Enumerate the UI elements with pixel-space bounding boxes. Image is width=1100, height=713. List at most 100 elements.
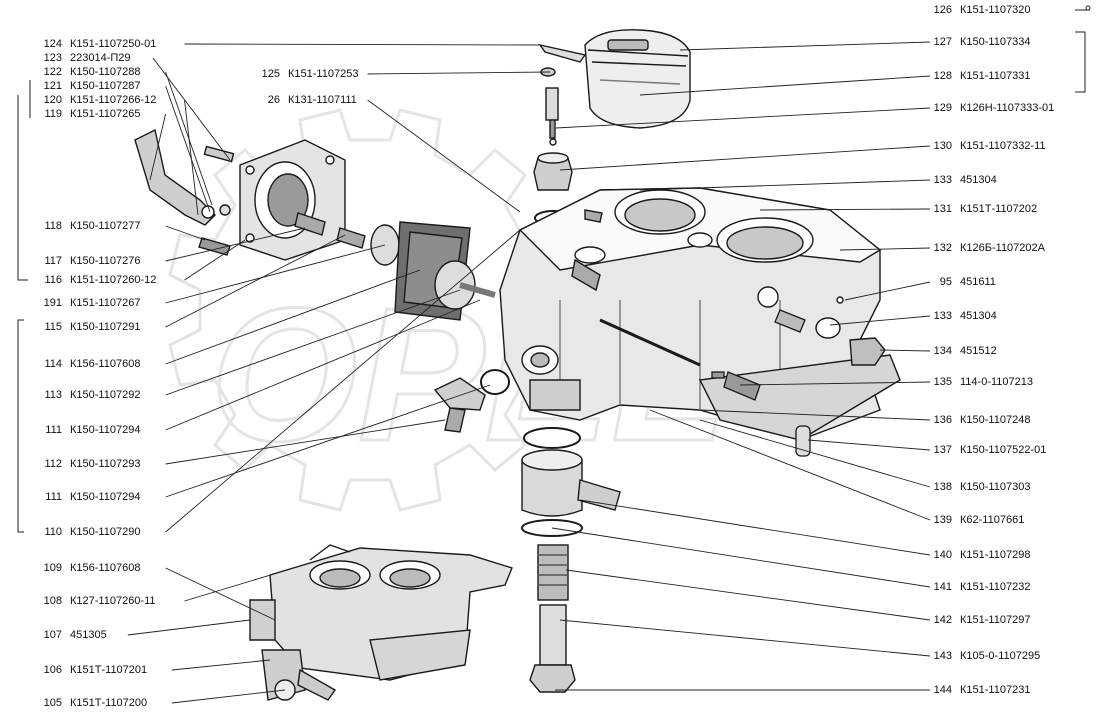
- part-code: К151-1107297: [960, 614, 1031, 626]
- part-code: К150-1107334: [960, 36, 1031, 48]
- callout-number: 124: [43, 38, 62, 50]
- leader-right-7: [839, 247, 931, 251]
- leader-left-20: [171, 659, 271, 671]
- right-callout-4: 130 К151-1107332-11: [930, 140, 1046, 153]
- leader-lines: [127, 41, 931, 704]
- leader-left-14: [165, 419, 446, 465]
- callout-number: 106: [43, 664, 62, 676]
- part-code: К150-1107290: [70, 526, 141, 538]
- part-code: 451304: [960, 310, 997, 322]
- left-callout-16: 110 К150-1107290: [40, 526, 140, 539]
- leader-left-18: [184, 559, 321, 602]
- part-code: К151-1107266-12: [70, 94, 157, 106]
- part-code: К150-1107291: [70, 321, 141, 333]
- leader-right-15: [649, 409, 931, 521]
- leader-right-4: [559, 145, 931, 171]
- leader-left-12: [165, 289, 461, 396]
- part-code: К151Т-1107202: [960, 203, 1038, 215]
- callout-number: 105: [43, 697, 62, 709]
- callout-number: 137: [933, 444, 952, 456]
- callout-number: 122: [43, 66, 62, 78]
- part-code: К127-1107260-11: [70, 595, 156, 607]
- part-code: К156-1107608: [70, 358, 141, 370]
- callout-number: 26: [267, 94, 280, 106]
- callout-number: 118: [44, 220, 62, 232]
- left-callout-11: 114 К156-1107608: [40, 358, 140, 371]
- left-callout-6: 118 К150-1107277: [40, 220, 140, 233]
- part-code: К151Т-1107200: [70, 697, 148, 709]
- part-code: К151-1107332-11: [960, 140, 1046, 152]
- leader-left-16: [165, 229, 521, 533]
- leader-right-5: [639, 179, 931, 191]
- part-code: К151-1107320: [960, 4, 1031, 16]
- left-callout-20: 106 К151Т-1107201: [40, 664, 148, 677]
- part-code: К150-1107277: [70, 220, 141, 232]
- left-callout-21: 105 К151Т-1107200: [40, 697, 148, 710]
- leader-left-21: [171, 689, 286, 704]
- part-code: К150-1107522-01: [960, 444, 1047, 456]
- callout-number: 143: [933, 650, 952, 662]
- leader-left-19: [127, 619, 251, 636]
- assembled-body: [249, 544, 513, 701]
- callout-number: 111: [45, 491, 62, 503]
- callout-number: 129: [933, 102, 952, 114]
- callout-number: 142: [933, 614, 952, 626]
- callout-number: 141: [933, 581, 952, 593]
- callout-number: 191: [43, 297, 62, 309]
- callout-number: 130: [933, 140, 952, 152]
- leader-right-3: [555, 107, 931, 129]
- part-code: 451611: [960, 276, 996, 288]
- callout-number: 110: [44, 526, 62, 538]
- callout-number: 123: [43, 52, 62, 64]
- part-code: К151-1107298: [960, 549, 1031, 561]
- part-code: К150-1107292: [70, 389, 141, 401]
- leader-left-9: [165, 244, 386, 304]
- callout-number: 114: [44, 358, 62, 370]
- leader-center-1: [367, 99, 521, 213]
- leader-left-8: [184, 239, 246, 281]
- part-code: К126Б-1107202А: [960, 242, 1045, 254]
- leader-left-4: [184, 99, 199, 216]
- part-code: К150-1107248: [960, 414, 1031, 426]
- callout-number: 108: [43, 595, 62, 607]
- leader-left-6: [165, 225, 206, 241]
- leader-left-10: [165, 234, 346, 328]
- callout-number: 107: [43, 629, 62, 641]
- part-code: К150-1107294: [70, 424, 141, 436]
- part-code: 114-0-1107213: [960, 376, 1033, 388]
- part-code: К150-1107288: [70, 66, 141, 78]
- leader-right-6: [759, 208, 931, 211]
- leader-left-3: [165, 85, 211, 213]
- part-code: К105-0-1107295: [960, 650, 1041, 662]
- part-code: К151-1107267: [70, 297, 141, 309]
- left-callout-2: 122 К150-1107288: [40, 66, 141, 79]
- leader-left-15: [165, 384, 491, 498]
- leader-right-19: [559, 619, 931, 657]
- callout-number: 115: [44, 321, 62, 333]
- callout-number: 140: [933, 549, 952, 561]
- part-code: К151Т-1107201: [70, 664, 148, 676]
- callout-number: 116: [44, 274, 62, 286]
- leader-right-1: [679, 41, 931, 51]
- leader-right-16: [579, 499, 931, 556]
- callout-number: 131: [933, 203, 952, 215]
- leader-left-17: [165, 567, 276, 621]
